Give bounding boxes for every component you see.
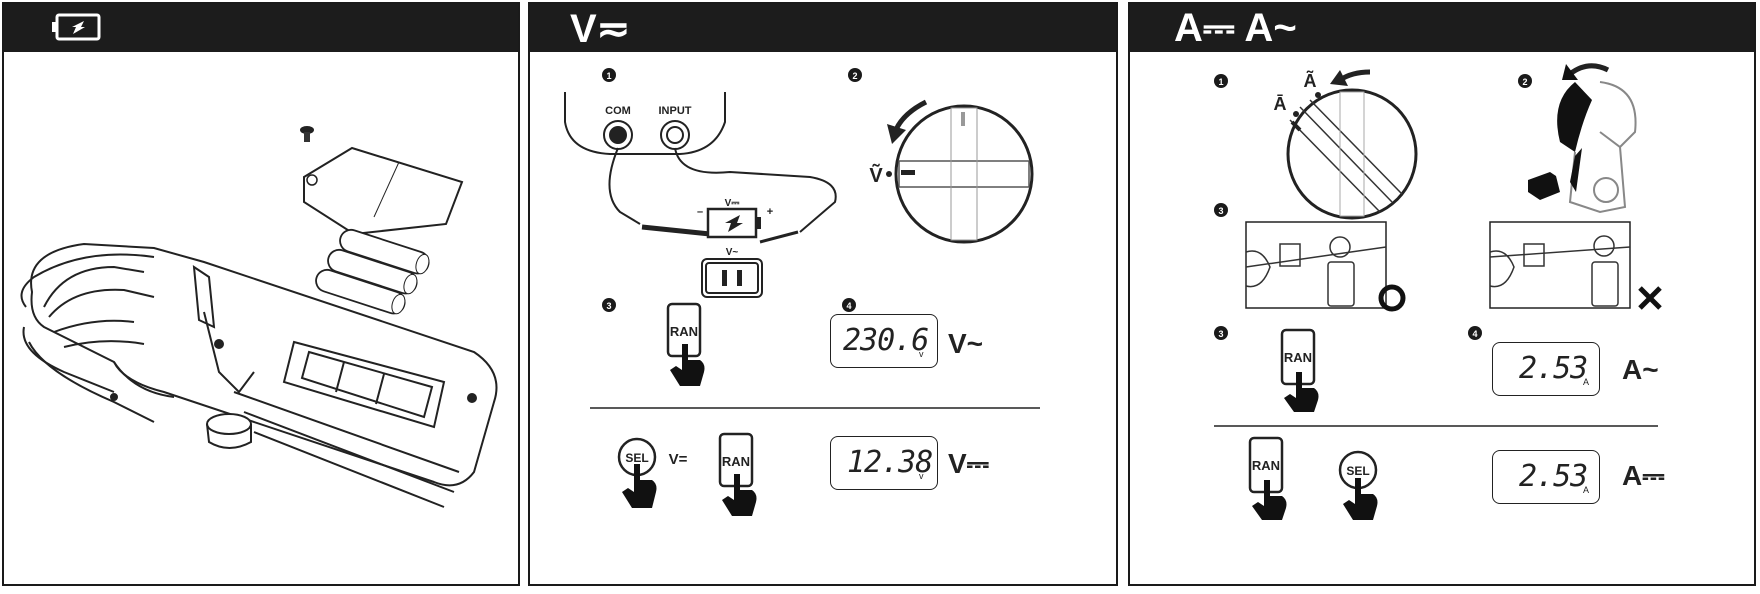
step-3-badge: 3 xyxy=(1214,203,1228,217)
pointing-hand-icon xyxy=(670,344,705,386)
ac-current-mode: A~ xyxy=(1622,354,1659,385)
current-panel-header: A⎓ A~ xyxy=(1130,4,1754,52)
minus-label: – xyxy=(697,206,703,218)
dc-current-display: 2.53 A xyxy=(1492,450,1600,504)
dc-current-unit: A xyxy=(1583,485,1590,495)
ac-voltage-unit: v xyxy=(919,349,924,359)
select-mode-label: V= xyxy=(669,451,688,468)
range-button-label: RAN xyxy=(722,454,750,469)
rotary-dial xyxy=(1286,88,1418,220)
battery-panel xyxy=(2,2,520,586)
select-button-label: SEL xyxy=(625,451,648,465)
rotary-dial xyxy=(894,104,1034,244)
step-2-badge: 2 xyxy=(1518,74,1532,88)
ac-current-reading: 2.53 xyxy=(1519,351,1588,386)
step-4-badge: 4 xyxy=(1468,326,1482,340)
svg-text:1: 1 xyxy=(1218,77,1223,87)
svg-text:2: 2 xyxy=(1522,77,1527,87)
ac-voltage-reading: 230.6 xyxy=(843,323,929,358)
voltage-panel: V≂ 1 COM INPUT xyxy=(528,2,1118,586)
correct-clamp-example xyxy=(1245,221,1406,312)
pointing-hand-icon xyxy=(722,474,757,516)
svg-text:1: 1 xyxy=(606,71,611,81)
meter-jacks xyxy=(564,92,726,155)
incorrect-clamp-example xyxy=(1489,221,1662,310)
range-button[interactable]: RAN xyxy=(666,302,702,358)
input-jack-label: INPUT xyxy=(659,105,692,117)
clamp-meter-body xyxy=(30,242,498,508)
step-1-badge: 1 xyxy=(602,68,616,82)
ac-voltage-mode: V~ xyxy=(948,328,984,359)
step-4-badge: 4 xyxy=(842,298,856,312)
ac-voltage-display: 230.6 v xyxy=(830,314,938,368)
range-button[interactable]: RAN xyxy=(1280,328,1316,386)
clamp-jaw xyxy=(20,253,155,423)
battery-replacement-illustration xyxy=(20,126,498,508)
ac-voltage-label: V~ xyxy=(726,247,739,258)
range-button-label: RAN xyxy=(1252,458,1280,473)
pointing-hand-icon xyxy=(1284,372,1319,412)
com-jack-label: COM xyxy=(605,105,631,117)
dial-dc-current-mark: Ā xyxy=(1274,94,1287,114)
dc-voltage-display: 12.38 v xyxy=(830,436,938,490)
dc-source-symbol: V⎓ – + xyxy=(697,198,773,239)
dc-voltage-unit: v xyxy=(919,471,924,481)
dc-voltage-mode: V⎓ xyxy=(948,448,990,479)
dial-ac-current-mark: Ã xyxy=(1304,70,1317,91)
clamp-opening-illustration xyxy=(1528,63,1637,214)
battery-panel-header xyxy=(4,4,518,52)
step-3-badge: 3 xyxy=(1214,326,1228,340)
step-3-badge: 3 xyxy=(602,298,616,312)
step-2-badge: 2 xyxy=(848,68,862,82)
svg-text:3: 3 xyxy=(606,301,611,311)
voltage-header-title: V≂ xyxy=(570,7,631,51)
plus-label: + xyxy=(767,206,773,218)
dial-voltage-mark: Ṽ xyxy=(869,164,883,187)
ac-outlet-symbol: V~ xyxy=(701,247,763,298)
range-button-label: RAN xyxy=(670,324,698,339)
select-button-label: SEL xyxy=(1346,464,1369,478)
dc-current-reading: 2.53 xyxy=(1519,459,1588,494)
svg-text:2: 2 xyxy=(852,71,857,81)
aaa-batteries xyxy=(315,228,430,315)
pointing-hand-icon xyxy=(1252,480,1287,520)
battery-icon xyxy=(52,13,101,41)
range-button-label: RAN xyxy=(1284,350,1312,365)
ac-current-display: 2.53 A xyxy=(1492,342,1600,396)
svg-text:4: 4 xyxy=(846,301,851,311)
current-header-title: A⎓ A~ xyxy=(1174,6,1297,50)
voltage-panel-header: V≂ xyxy=(530,4,1116,52)
pointing-hand-icon xyxy=(1343,478,1378,520)
ac-current-unit: A xyxy=(1583,377,1590,387)
current-instructions: 1 Ã Ā 2 xyxy=(1214,63,1662,520)
dc-current-mode: A⎓ xyxy=(1622,460,1665,491)
svg-text:4: 4 xyxy=(1472,329,1477,339)
step-1-badge: 1 xyxy=(1214,74,1228,88)
pointing-hand-icon xyxy=(622,464,657,508)
test-leads xyxy=(608,147,837,244)
screw-icon xyxy=(300,126,314,142)
voltage-instructions: 1 COM INPUT xyxy=(564,68,1040,516)
select-button[interactable]: SEL xyxy=(617,437,657,477)
range-button[interactable]: RAN xyxy=(1248,436,1284,494)
rotate-arrow-icon xyxy=(1330,69,1371,86)
dc-voltage-reading: 12.38 xyxy=(847,445,933,480)
current-panel: A⎓ A~ 1 Ã Ā xyxy=(1128,2,1756,586)
svg-text:3: 3 xyxy=(1218,206,1223,216)
svg-text:3: 3 xyxy=(1218,329,1223,339)
battery-cover xyxy=(303,146,464,236)
rotate-arrow-icon xyxy=(887,99,928,144)
dc-voltage-label: V⎓ xyxy=(725,198,740,209)
